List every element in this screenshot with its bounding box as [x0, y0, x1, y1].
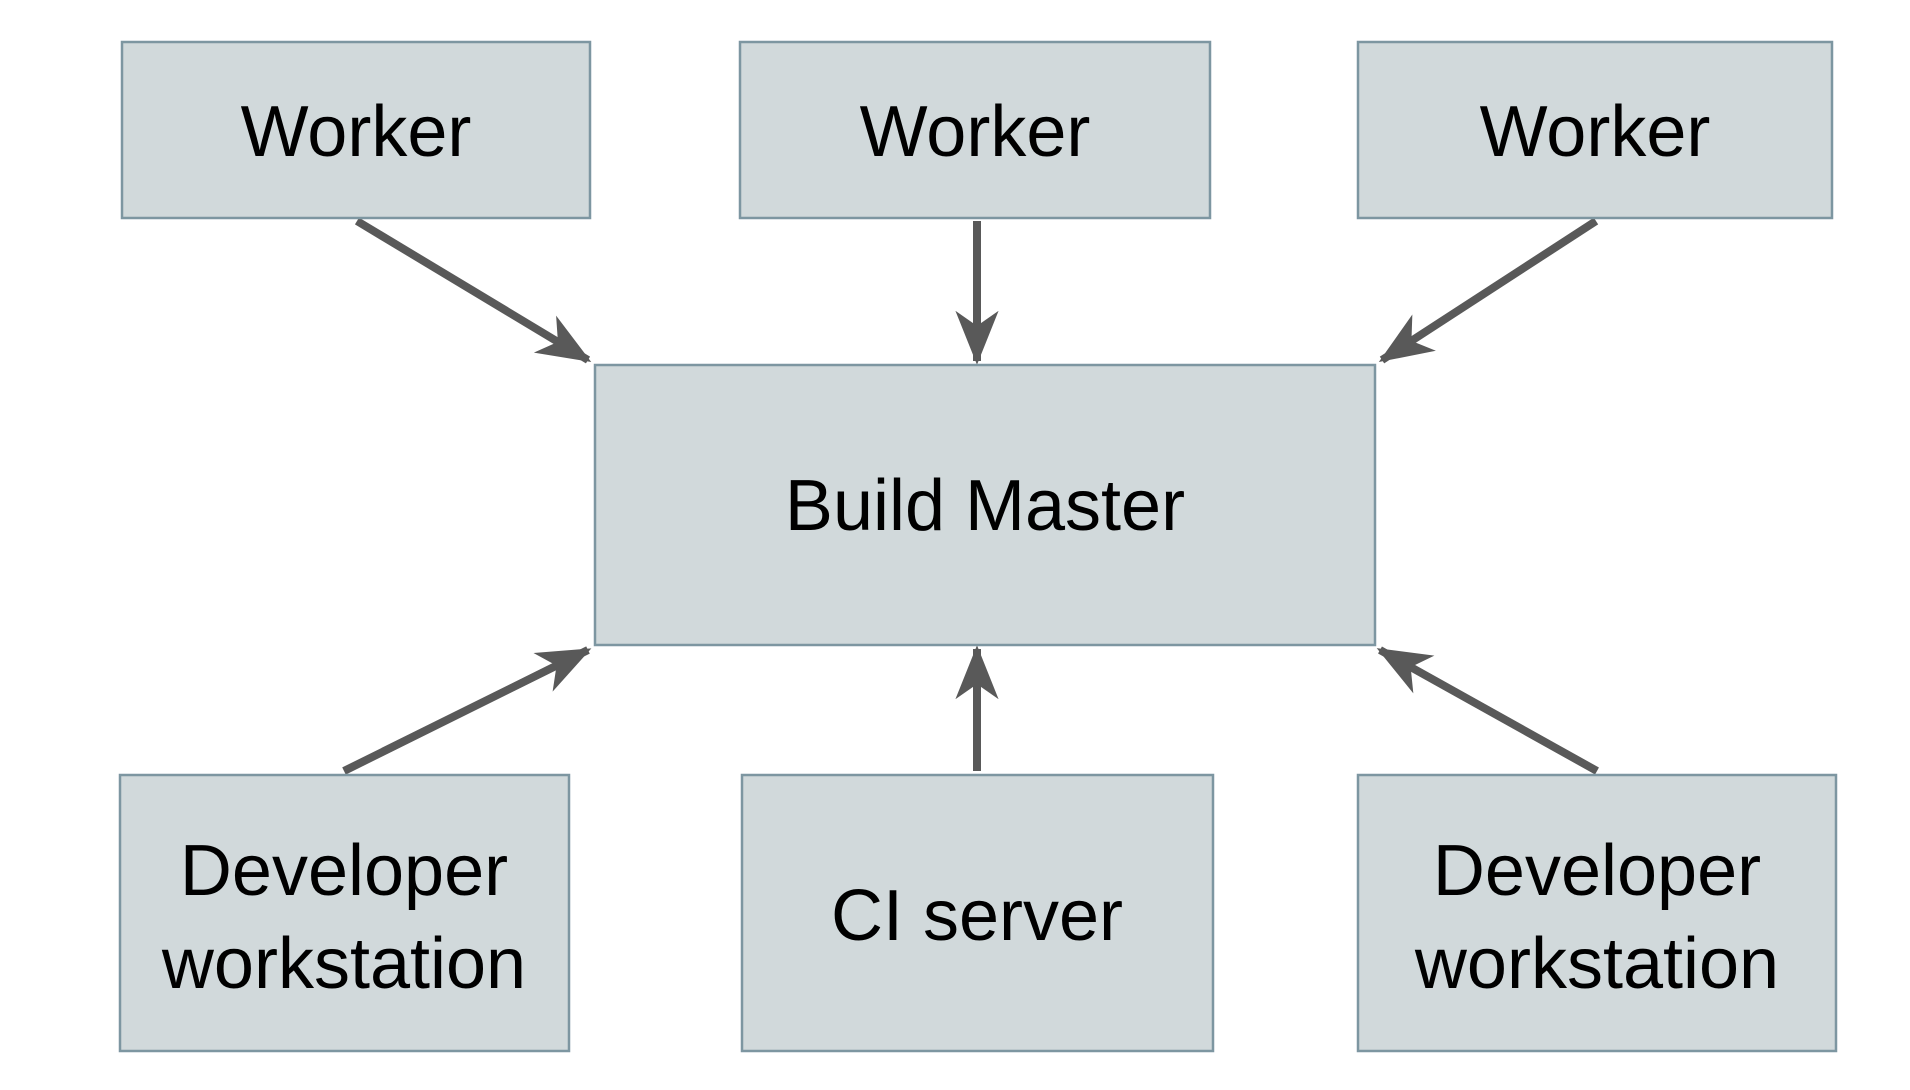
node-dev-workstation-right-box: [1356, 773, 1838, 1053]
node-build-master-label: Build Master: [785, 466, 1185, 546]
node-ci-server: CI server: [740, 773, 1215, 1053]
node-worker-2: Worker: [738, 40, 1212, 220]
node-dev-workstation-right: Developer workstation: [1356, 773, 1838, 1053]
node-build-master-box: [593, 363, 1377, 647]
node-dev-workstation-right-label-line1: Developer: [1433, 831, 1761, 911]
node-dev-workstation-right-label-line2: workstation: [1414, 924, 1779, 1004]
node-worker-1-label: Worker: [241, 92, 472, 172]
node-worker-2-label: Worker: [860, 92, 1091, 172]
arrow-dev-workstation-right-to-build-master: [1376, 646, 1599, 775]
arrow-worker-1-to-build-master: [354, 217, 592, 364]
arrow-worker-3-to-build-master: [1378, 217, 1599, 364]
node-worker-1-box: [120, 40, 592, 220]
node-dev-workstation-left-box: [118, 773, 571, 1053]
node-worker-3-label: Worker: [1480, 92, 1711, 172]
node-worker-2-box: [738, 40, 1212, 220]
node-dev-workstation-left-label-line2: workstation: [161, 924, 526, 1004]
node-dev-workstation-left-label-line1: Developer: [180, 831, 508, 911]
arrow-dev-workstation-left-to-build-master: [342, 646, 592, 775]
node-ci-server-label: CI server: [831, 876, 1123, 956]
node-worker-3-box: [1356, 40, 1834, 220]
node-ci-server-box: [740, 773, 1215, 1053]
node-dev-workstation-left: Developer workstation: [118, 773, 571, 1053]
node-build-master: Build Master: [593, 363, 1377, 647]
node-worker-3: Worker: [1356, 40, 1834, 220]
node-worker-1: Worker: [120, 40, 592, 220]
